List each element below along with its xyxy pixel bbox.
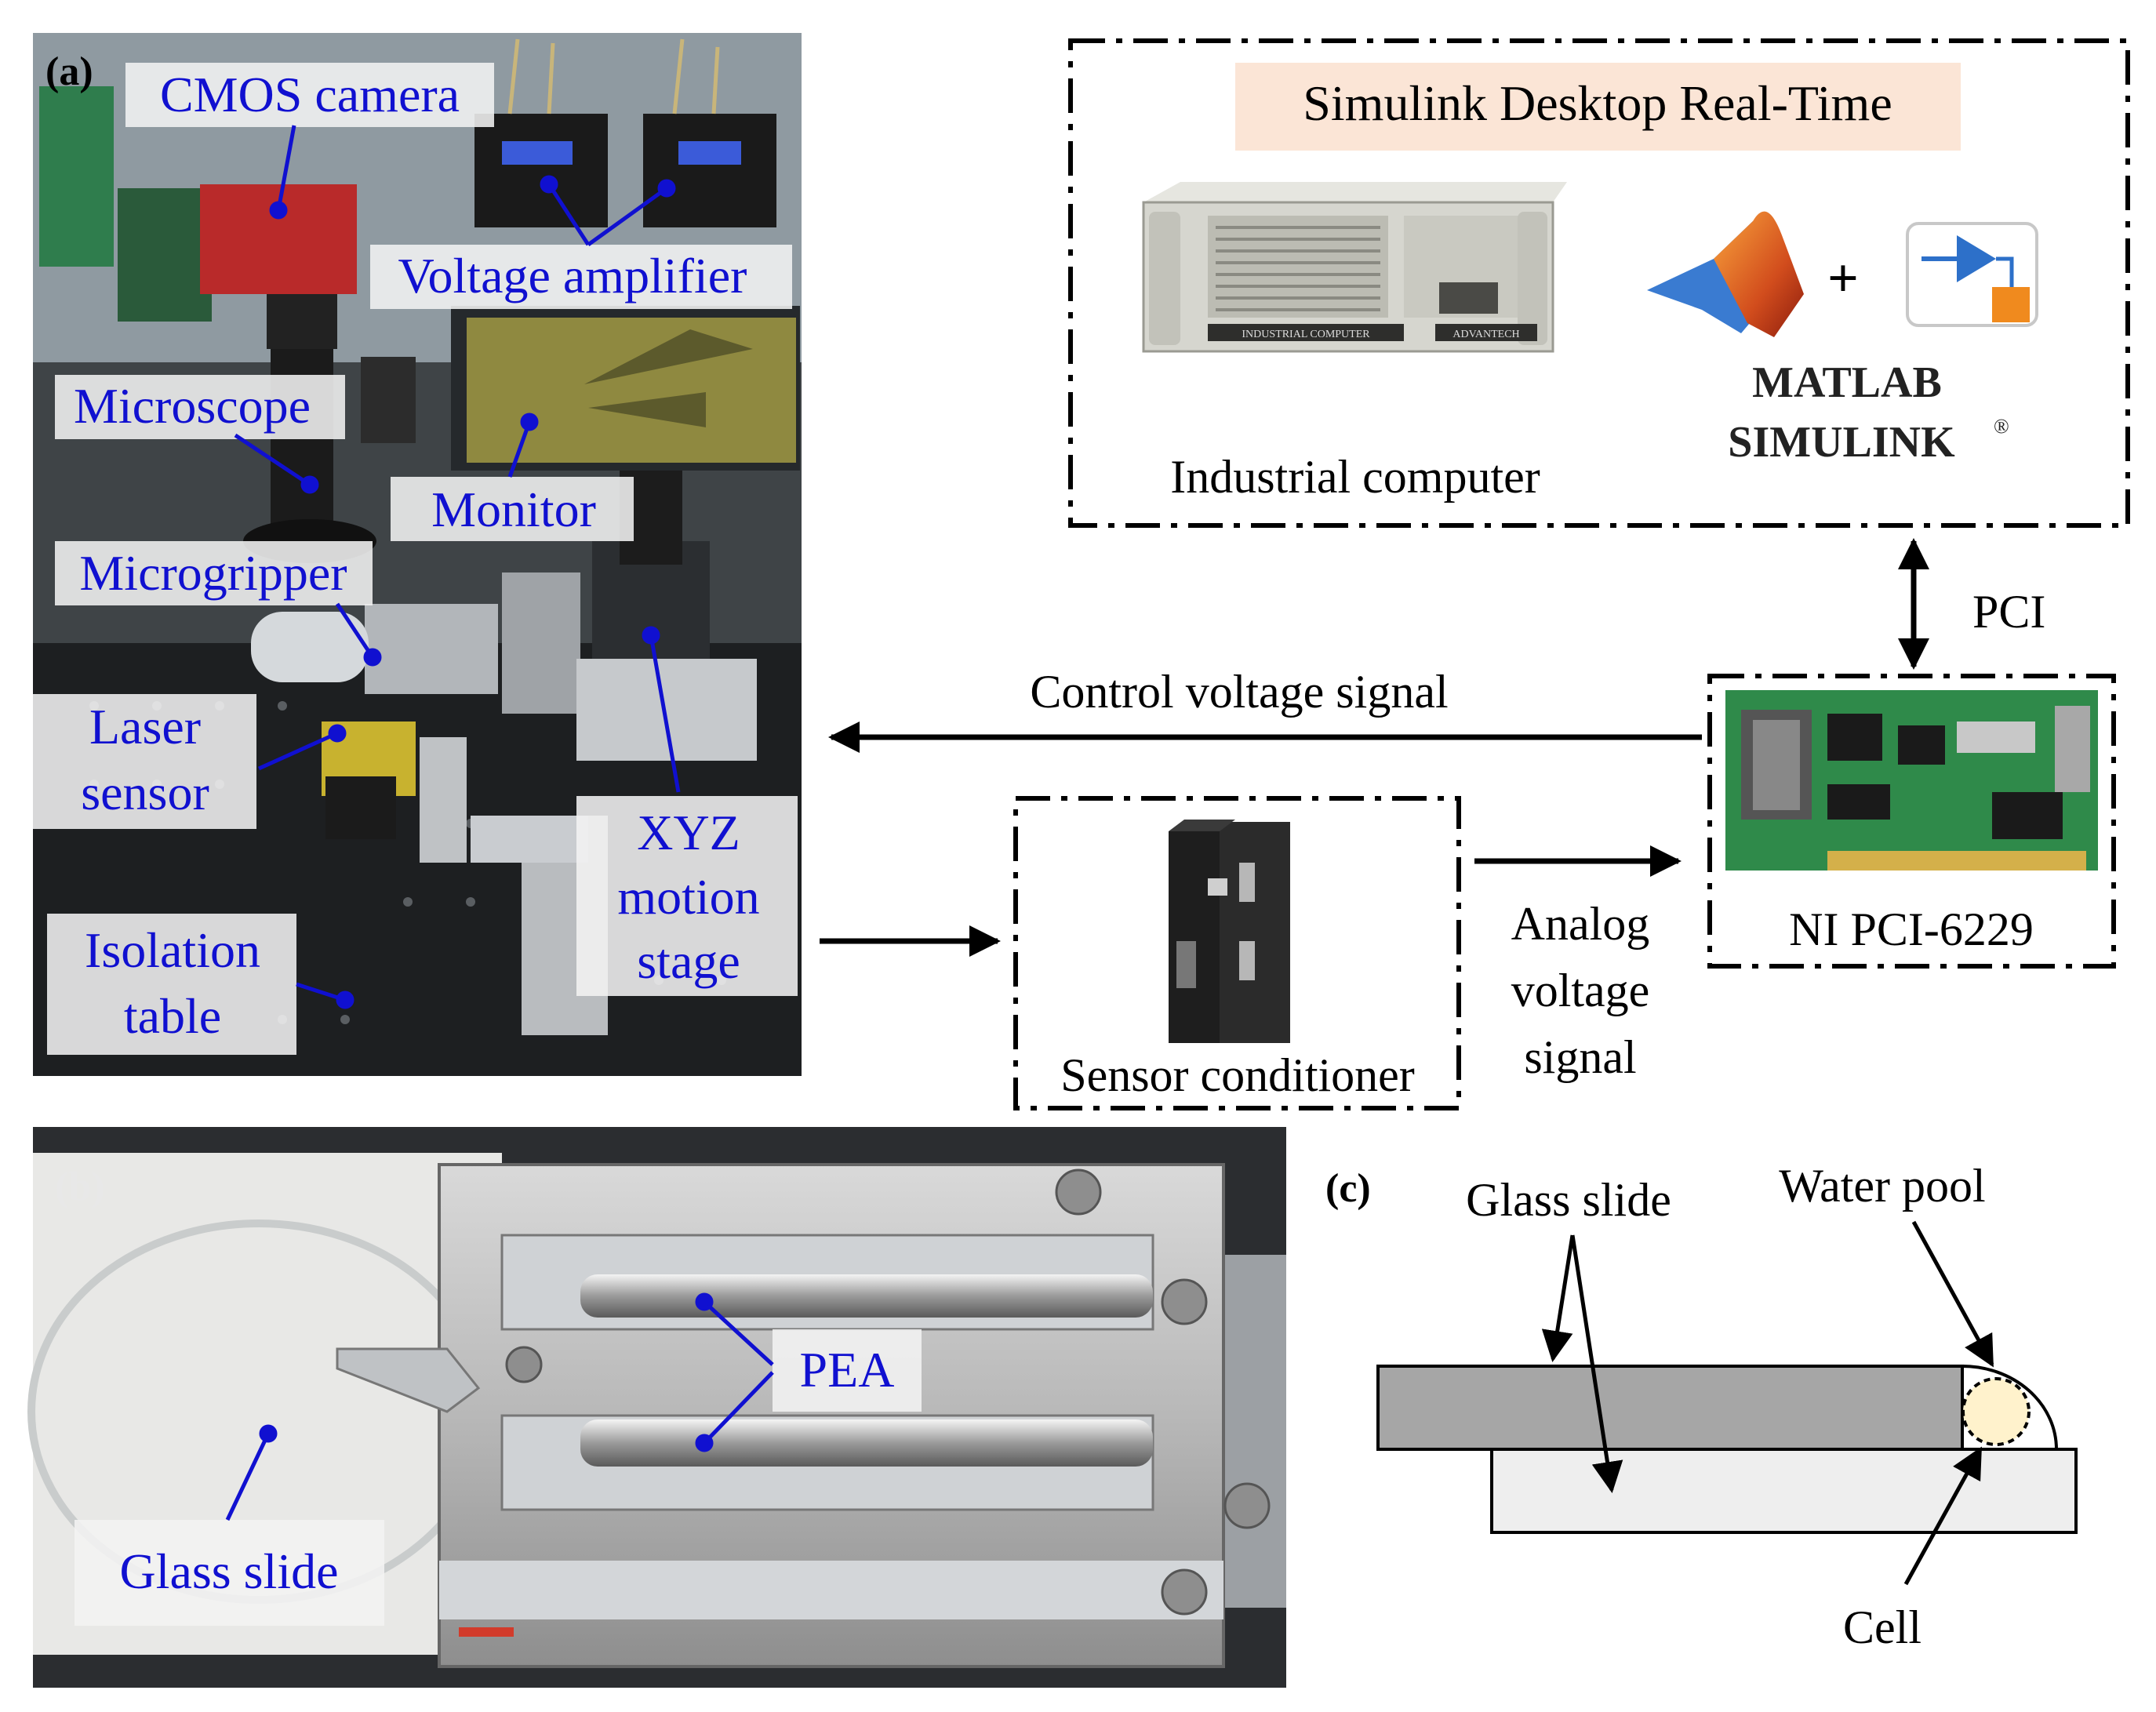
matlab-text: MATLAB bbox=[1752, 358, 1942, 407]
monitor-label: Monitor bbox=[431, 482, 596, 537]
conditioner-label: Sensor conditioner bbox=[1060, 1049, 1415, 1101]
voltage-amplifier-label: Voltage amplifier bbox=[398, 248, 747, 304]
analog-label-line1: Analog bbox=[1511, 898, 1650, 950]
label-isolation: Isolation table bbox=[47, 914, 296, 1055]
panel-b-tag: (b) bbox=[55, 1165, 105, 1209]
pea-rod-2 bbox=[580, 1419, 1153, 1467]
control-box bbox=[1068, 38, 2130, 528]
glass-slide-b-label: Glass slide bbox=[119, 1543, 338, 1599]
conditioner-box bbox=[1013, 796, 1461, 1110]
label-microgripper: Microgripper bbox=[55, 541, 373, 605]
label-microscope: Microscope bbox=[55, 375, 345, 439]
plus-sign: + bbox=[1827, 249, 1859, 309]
petri-dish bbox=[251, 612, 369, 682]
laser-label-line2: sensor bbox=[81, 765, 209, 820]
control-voltage-label: Control voltage signal bbox=[1030, 666, 1448, 718]
xyz-label-line1: XYZ bbox=[637, 805, 740, 860]
circuit-board bbox=[39, 86, 114, 267]
cell-label: Cell bbox=[1843, 1601, 1921, 1653]
label-xyz: XYZ motion stage bbox=[576, 796, 798, 996]
leader-lines-a bbox=[234, 125, 681, 1009]
panel-c-tag: (c) bbox=[1325, 1166, 1371, 1211]
label-monitor: Monitor bbox=[391, 477, 634, 541]
xyz-label-line3: stage bbox=[637, 933, 740, 989]
laser-label-line1: Laser bbox=[89, 699, 201, 754]
glass-slide-c-label: Glass slide bbox=[1466, 1174, 1671, 1226]
pea-label: PEA bbox=[800, 1342, 895, 1398]
amplifier-2 bbox=[643, 114, 776, 227]
upper-slide bbox=[1376, 1365, 1964, 1451]
conditioner-image bbox=[1169, 820, 1290, 1043]
label-cmos: CMOS camera bbox=[125, 63, 494, 127]
label-pea: PEA bbox=[773, 1329, 922, 1412]
label-amplifier: Voltage amplifier bbox=[370, 245, 792, 309]
xyz-label-line2: motion bbox=[617, 869, 759, 925]
computer-model-text: INDUSTRIAL COMPUTER bbox=[1242, 329, 1370, 340]
microscope-label: Microscope bbox=[74, 378, 311, 434]
isolation-label-line2: table bbox=[124, 988, 221, 1044]
matlab-logo-icon bbox=[1647, 211, 1804, 337]
analog-label-line2: voltage bbox=[1511, 965, 1650, 1016]
lower-slide bbox=[1490, 1448, 2078, 1534]
label-glass-slide-b: Glass slide bbox=[75, 1520, 384, 1626]
daq-box bbox=[1707, 674, 2116, 969]
simulink-logo-icon bbox=[1906, 222, 2038, 327]
daq-label: NI PCI-6229 bbox=[1789, 903, 2034, 955]
isolation-label-line1: Isolation bbox=[85, 922, 260, 978]
pci-label: PCI bbox=[1972, 586, 2045, 638]
industrial-computer-image: INDUSTRIAL COMPUTER ADVANTECH bbox=[1142, 182, 1567, 353]
analog-label-line3: signal bbox=[1524, 1031, 1636, 1083]
pea-rod-1 bbox=[580, 1274, 1153, 1318]
microgripper-label: Microgripper bbox=[79, 545, 347, 601]
water-pool-label: Water pool bbox=[1779, 1160, 1985, 1212]
daq-card-image bbox=[1725, 690, 2098, 871]
arrows-c bbox=[1541, 1220, 1994, 1586]
leader-lines-b bbox=[225, 1292, 774, 1521]
computer-brand-text: ADVANTECH bbox=[1452, 329, 1519, 340]
simulink-text: SIMULINK bbox=[1728, 418, 1955, 467]
label-laser: Laser sensor bbox=[33, 694, 256, 829]
panel-a-tag: (a) bbox=[45, 49, 93, 94]
industrial-computer-label: Industrial computer bbox=[1170, 451, 1540, 503]
amplifier-1 bbox=[474, 114, 608, 227]
registered-mark: ® bbox=[1994, 415, 2009, 438]
cmos-camera-label: CMOS camera bbox=[160, 67, 460, 122]
gripper-photo bbox=[365, 604, 498, 694]
simulink-title-box bbox=[1235, 63, 1961, 151]
simulink-title: Simulink Desktop Real-Time bbox=[1303, 75, 1892, 131]
cell-shape bbox=[1961, 1377, 2031, 1446]
